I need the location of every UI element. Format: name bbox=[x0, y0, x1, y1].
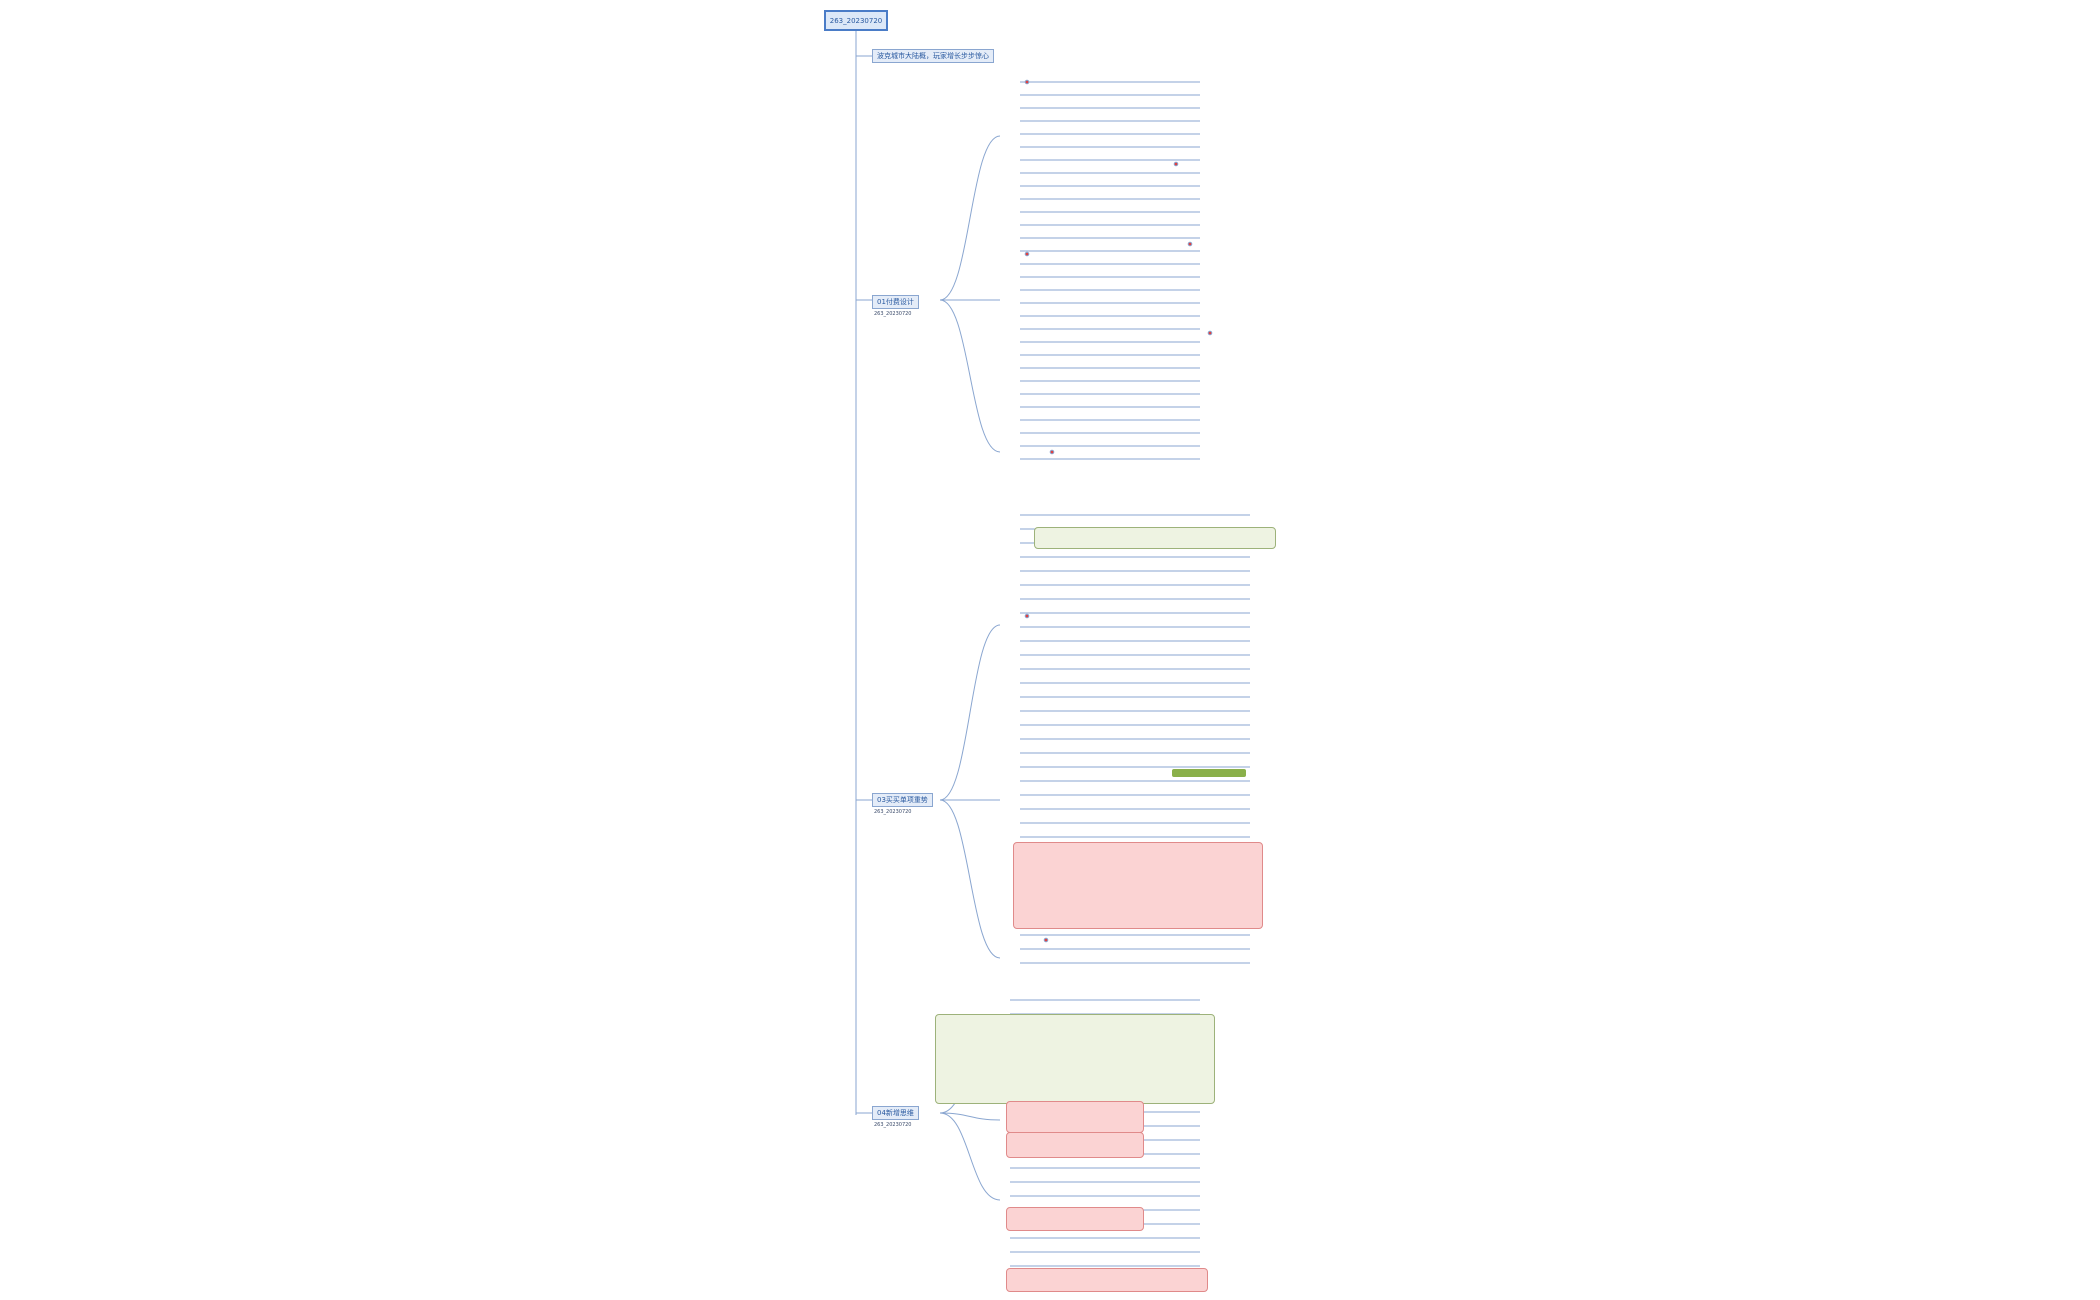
branch-4-label: 04新增思维 bbox=[877, 1109, 914, 1117]
branch-1[interactable]: 波克城市大陆概，玩家增长步步惊心 bbox=[872, 49, 994, 63]
pink-group-3 bbox=[1006, 1132, 1144, 1158]
b3-curve-0 bbox=[939, 624, 1001, 801]
red-marker-icon bbox=[1049, 449, 1055, 455]
pink-group-1 bbox=[1013, 842, 1263, 929]
branch-1-label: 波克城市大陆概，玩家增长步步惊心 bbox=[877, 52, 989, 60]
green-group-1 bbox=[1034, 527, 1276, 549]
branch-3-sub: 263_20230720 bbox=[874, 809, 912, 815]
red-marker-icon bbox=[1043, 937, 1049, 943]
red-marker-icon bbox=[1207, 330, 1213, 336]
root-label: 263_20230720 bbox=[829, 16, 883, 25]
branch-4[interactable]: 04新增思维 bbox=[872, 1106, 919, 1120]
red-marker-icon bbox=[1173, 161, 1179, 167]
green-group-2 bbox=[935, 1014, 1215, 1104]
branch-4-sub: 263_20230720 bbox=[874, 1122, 912, 1128]
pink-group-5 bbox=[1006, 1268, 1208, 1292]
branch-2[interactable]: 01付费设计 bbox=[872, 295, 919, 309]
branch-3[interactable]: 03买买单项重势 bbox=[872, 793, 933, 807]
branch-2-sub: 263_20230720 bbox=[874, 311, 912, 317]
branch-2-label: 01付费设计 bbox=[877, 298, 914, 306]
pink-group-4 bbox=[1006, 1207, 1144, 1231]
red-marker-icon bbox=[1187, 241, 1193, 247]
b2-curve-0 bbox=[939, 135, 1001, 301]
b4-curve-1 bbox=[939, 1112, 1001, 1121]
red-marker-icon bbox=[1024, 613, 1030, 619]
green-tag bbox=[1172, 769, 1246, 777]
red-marker-icon bbox=[1024, 251, 1030, 257]
branch-3-label: 03买买单项重势 bbox=[877, 796, 928, 804]
root-node[interactable]: 263_20230720 bbox=[824, 10, 888, 31]
b2-curve-2 bbox=[939, 299, 1001, 453]
red-marker-icon bbox=[1024, 79, 1030, 85]
pink-group-2 bbox=[1006, 1101, 1144, 1133]
b3-curve-2 bbox=[939, 799, 1001, 959]
b4-curve-2 bbox=[939, 1112, 1001, 1201]
